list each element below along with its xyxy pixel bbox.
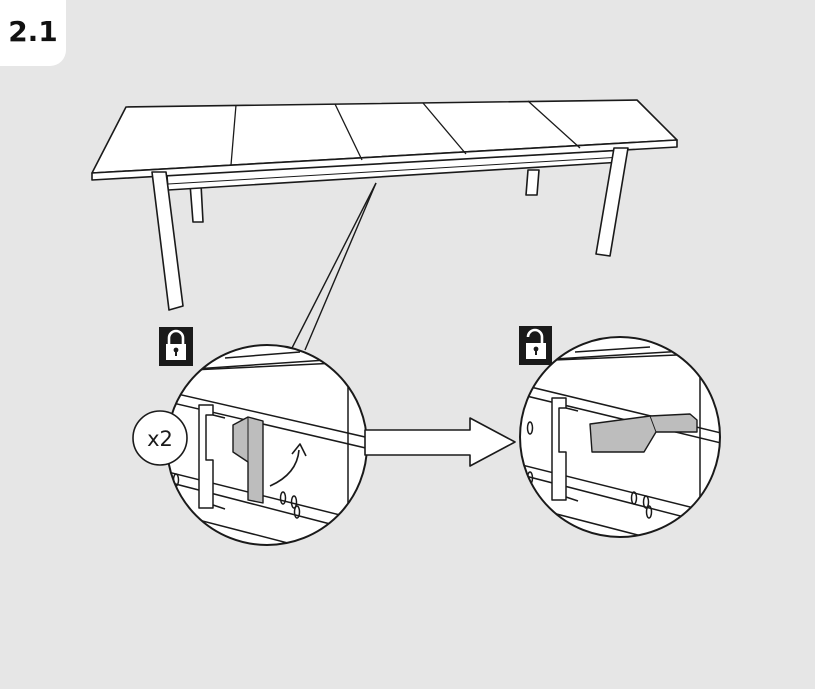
quantity-label: x2 bbox=[147, 427, 173, 451]
callout-lines bbox=[291, 182, 377, 351]
step-number: 2.1 bbox=[8, 14, 58, 48]
direction-arrow bbox=[364, 417, 516, 467]
step-badge: 2.1 bbox=[0, 0, 66, 66]
padlock-unlocked-icon bbox=[519, 326, 552, 365]
detail-unlocked bbox=[519, 336, 721, 538]
table-leaf-seams bbox=[230, 100, 581, 166]
detail-locked bbox=[166, 344, 368, 546]
quantity-bubble: x2 bbox=[132, 410, 188, 466]
rotate-arrow bbox=[269, 449, 300, 487]
table-top-edge bbox=[91, 139, 678, 181]
table-leg-back-left bbox=[189, 183, 204, 223]
table-drawing bbox=[91, 99, 678, 311]
padlock-locked-icon bbox=[159, 327, 193, 366]
table-leg-back-right bbox=[525, 169, 540, 196]
table-leg-front-left bbox=[151, 171, 184, 311]
table-leg-front-right bbox=[595, 147, 629, 257]
